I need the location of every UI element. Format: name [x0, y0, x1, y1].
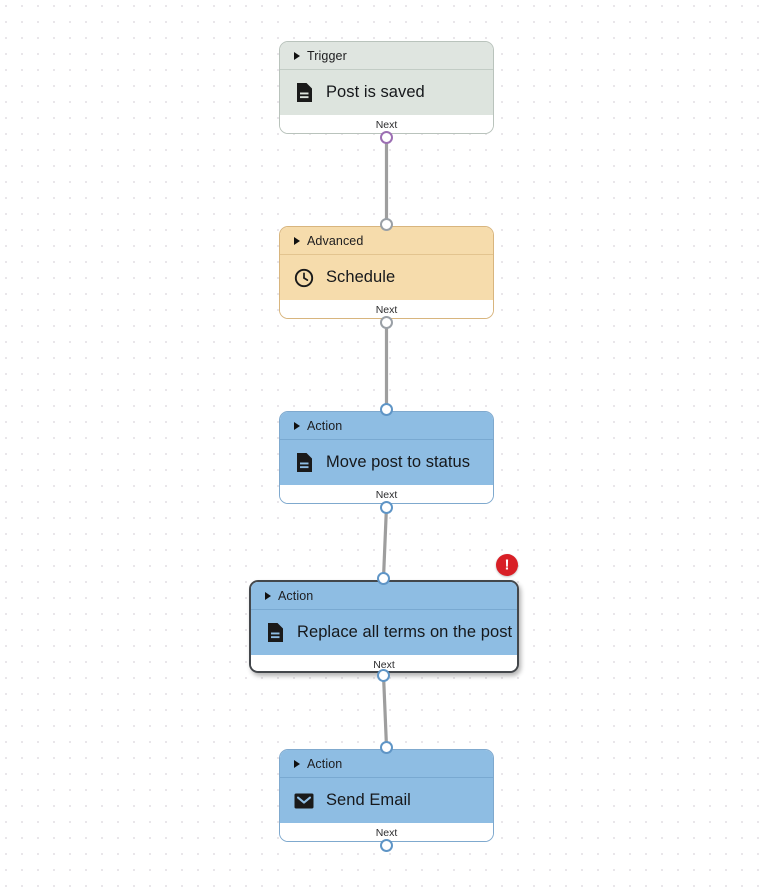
- workflow-node-trigger-post-is-saved[interactable]: Trigger Post is saved Next: [279, 41, 494, 134]
- node-title: Schedule: [326, 268, 396, 286]
- node-body[interactable]: Send Email: [280, 778, 493, 823]
- node-footer-label: Next: [375, 826, 398, 839]
- node-footer-label: Next: [375, 118, 398, 131]
- node-header[interactable]: Trigger: [280, 42, 493, 70]
- input-port-action-move-post-to-status[interactable]: [380, 403, 393, 416]
- caret-right-icon[interactable]: [265, 591, 271, 600]
- document-icon: [265, 622, 285, 644]
- workflow-node-action-move-post-to-status[interactable]: Action Move post to status Next: [279, 411, 494, 504]
- workflow-node-action-send-email[interactable]: Action Send Email Next: [279, 749, 494, 842]
- caret-right-icon[interactable]: [294, 51, 300, 60]
- node-footer-next[interactable]: Next: [280, 823, 493, 841]
- node-title: Send Email: [326, 791, 411, 809]
- node-title: Replace all terms on the post: [297, 623, 513, 641]
- node-body[interactable]: Schedule: [280, 255, 493, 300]
- node-title: Post is saved: [326, 83, 425, 101]
- node-category-label: Action: [307, 418, 343, 433]
- node-category-label: Action: [278, 588, 314, 603]
- node-footer-label: Next: [373, 658, 395, 671]
- node-category-label: Trigger: [307, 48, 347, 63]
- node-footer-next[interactable]: Next: [280, 485, 493, 503]
- exclamation-icon: !: [504, 556, 510, 573]
- caret-right-icon[interactable]: [294, 421, 300, 430]
- node-footer-next[interactable]: Next: [280, 300, 493, 318]
- node-body[interactable]: Move post to status: [280, 440, 493, 485]
- node-header[interactable]: Action: [280, 412, 493, 440]
- error-badge-replace-all-terms-on-the-post[interactable]: !: [496, 554, 518, 576]
- node-header[interactable]: Action: [251, 582, 517, 610]
- input-port-action-send-email[interactable]: [380, 741, 393, 754]
- output-port-action-replace-all-terms-on-the-post[interactable]: [377, 669, 390, 682]
- caret-right-icon[interactable]: [294, 759, 300, 768]
- node-footer-next[interactable]: Next: [251, 655, 517, 671]
- edge-replace-terms-to-send-email: [381, 674, 389, 748]
- input-port-advanced-schedule[interactable]: [380, 218, 393, 231]
- clock-icon: [294, 267, 314, 289]
- document-icon: [294, 452, 314, 474]
- node-header[interactable]: Advanced: [280, 227, 493, 255]
- document-icon: [294, 82, 314, 104]
- node-title: Move post to status: [326, 453, 471, 471]
- node-body[interactable]: Replace all terms on the post: [251, 610, 517, 655]
- workflow-node-action-replace-all-terms-on-the-post[interactable]: Action Replace all terms on the post Nex…: [249, 580, 519, 673]
- node-footer-label: Next: [375, 488, 398, 501]
- output-port-action-move-post-to-status[interactable]: [380, 500, 393, 514]
- node-category-label: Advanced: [307, 233, 364, 248]
- output-port-trigger-post-is-saved[interactable]: [380, 130, 393, 144]
- node-category-label: Action: [307, 756, 343, 771]
- input-port-action-replace-all-terms-on-the-post[interactable]: [377, 571, 390, 585]
- node-footer-label: Next: [375, 303, 398, 316]
- caret-right-icon[interactable]: [294, 236, 300, 245]
- node-footer-next[interactable]: Next: [280, 115, 493, 133]
- output-port-action-send-email[interactable]: [380, 838, 393, 852]
- workflow-node-advanced-schedule[interactable]: Advanced Schedule Next: [279, 226, 494, 319]
- envelope-icon: [294, 790, 314, 812]
- node-body[interactable]: Post is saved: [280, 70, 493, 115]
- output-port-advanced-schedule[interactable]: [380, 315, 393, 329]
- node-header[interactable]: Action: [280, 750, 493, 778]
- edge-move-post-to-replace-terms: [381, 505, 389, 579]
